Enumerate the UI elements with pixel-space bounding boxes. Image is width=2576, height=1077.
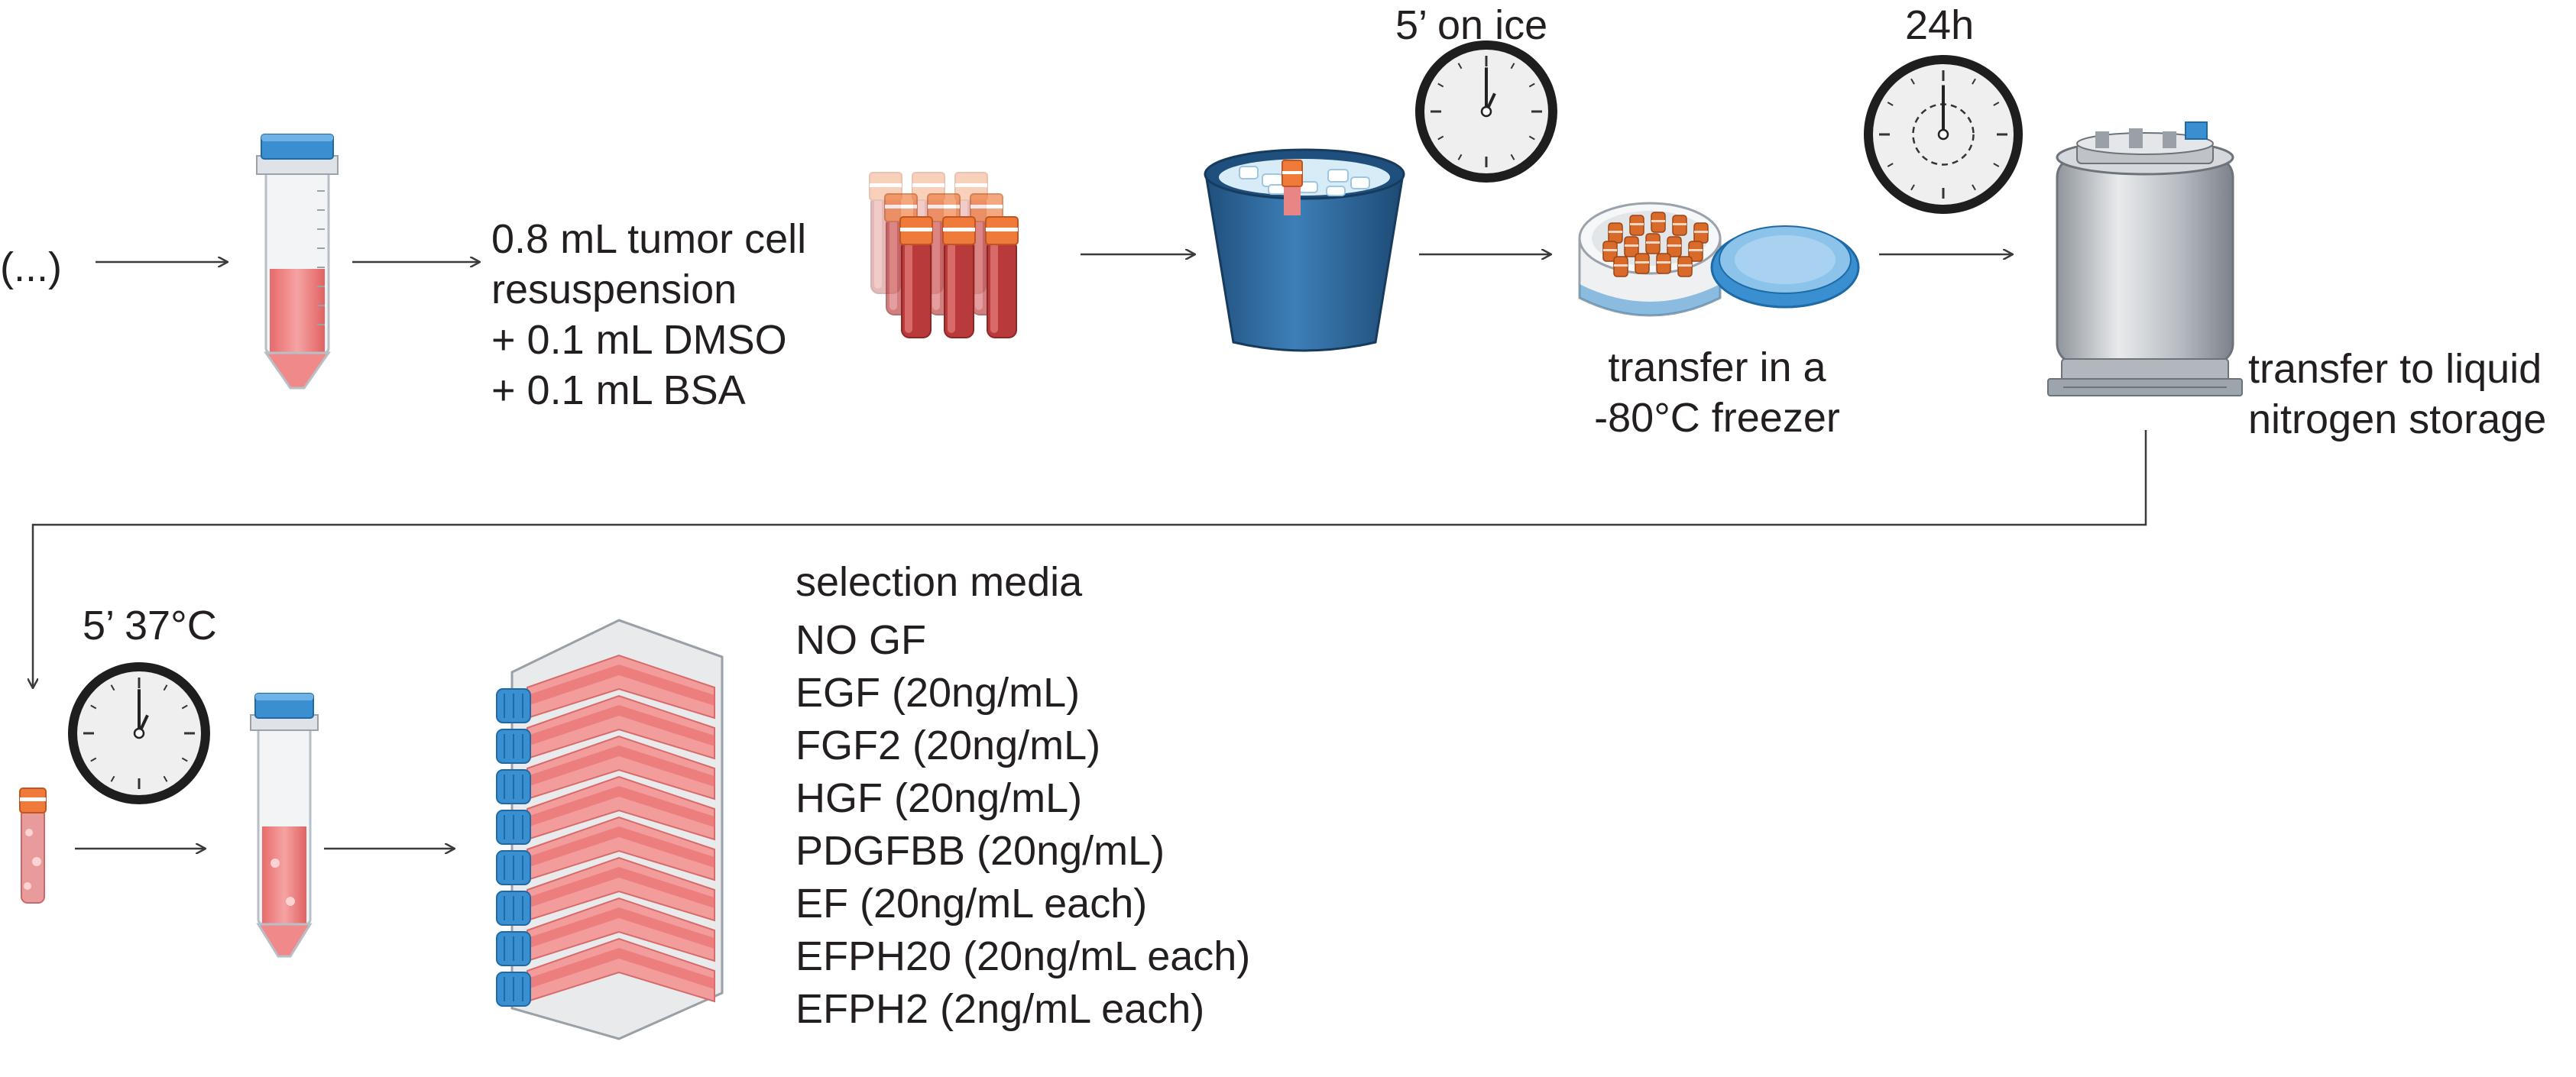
media-list: NO GF EGF (20ng/mL) FGF2 (20ng/mL) HGF (20n… (795, 614, 1250, 1036)
freezer-line-1: transfer in a (1608, 344, 1826, 390)
ellipsis-label: (...) (0, 244, 62, 290)
media-item: EFPH20 (20ng/mL each) (795, 933, 1251, 979)
return-connector (33, 430, 2147, 687)
media-item: NO GF (795, 617, 926, 663)
mix-description: 0.8 mL tumor cell resuspension + 0.1 mL … (491, 214, 806, 416)
mix-line-4: + 0.1 mL BSA (491, 367, 746, 413)
cryovial-icon (19, 788, 47, 904)
nitrogen-label: transfer to liquid nitrogen storage (2248, 344, 2546, 445)
nitrogen-line-2: nitrogen storage (2248, 396, 2547, 442)
media-title: selection media (795, 559, 1083, 605)
liquid-nitrogen-tank-icon (2047, 121, 2243, 396)
media-item: FGF2 (20ng/mL) (795, 723, 1101, 768)
conical-tube-icon (256, 134, 339, 390)
mix-line-1: 0.8 mL tumor cell (491, 216, 807, 262)
culture-flask-stack-icon (496, 619, 724, 1040)
mix-line-2: resuspension (491, 267, 737, 312)
media-item: EFPH2 (2ng/mL each) (795, 986, 1205, 1032)
conical-tube-icon (250, 693, 319, 958)
ice-time-label: 5’ on ice (1395, 2, 1548, 48)
clock-icon (68, 662, 210, 804)
cryo-container-icon (1578, 202, 1860, 317)
freezer-line-2: -80°C freezer (1594, 395, 1840, 441)
freezer-label: transfer in a -80°C freezer (1564, 342, 1870, 443)
nitrogen-line-1: transfer to liquid (2248, 346, 2542, 392)
ice-bucket-icon (1204, 148, 1405, 352)
mix-line-3: + 0.1 mL DMSO (491, 317, 787, 363)
cryovial-rack-icon (869, 172, 1019, 338)
media-item: PDGFBB (20ng/mL) (795, 828, 1165, 874)
media-item: HGF (20ng/mL) (795, 775, 1083, 821)
flow-arrows (33, 254, 2147, 849)
media-item: EF (20ng/mL each) (795, 881, 1148, 927)
freezer-time-label: 24h (1905, 2, 1975, 48)
media-item: EGF (20ng/mL) (795, 670, 1081, 716)
thaw-time-label: 5’ 37°C (83, 603, 217, 648)
clock-icon (1864, 55, 2023, 214)
clock-icon (1415, 40, 1557, 183)
